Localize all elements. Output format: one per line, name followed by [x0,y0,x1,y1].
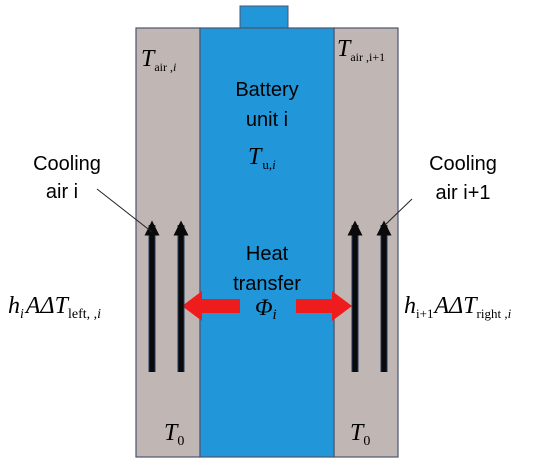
battery-terminal [239,5,289,29]
left-cooling-label-line2: air i [46,181,78,203]
battery-title-line1: Battery [235,79,298,101]
right-air-channel [333,27,399,458]
right-heat-flux-label: hi+1AΔTright ,i [404,293,512,321]
battery-title-line2: unit i [246,109,288,131]
battery-temp-label: Tu,i [248,144,276,172]
right-cooling-label-line2: air i+1 [435,182,490,204]
heat-arrow-left [182,291,240,321]
left-heat-flux-label: hiAΔTleft, ,i [8,293,101,322]
right-inlet-temp-label: T0 [350,420,370,449]
right-cooling-label-line1: Cooling [429,153,497,175]
left-cooling-label-line1: Cooling [33,153,101,175]
right-leader-line [384,198,413,226]
heat-arrow-right [296,291,352,321]
left-air-temp-label: Tair ,i [141,46,176,74]
heat-label-line2: transfer [233,273,301,295]
left-inlet-temp-label: T0 [164,420,184,449]
left-leader-line [96,188,153,233]
battery-body [199,27,335,458]
heat-flux-label: Φi [255,295,277,323]
left-air-channel [135,27,201,458]
right-air-temp-label: Tair ,i+1 [337,36,385,64]
heat-label-line1: Heat [246,243,289,265]
